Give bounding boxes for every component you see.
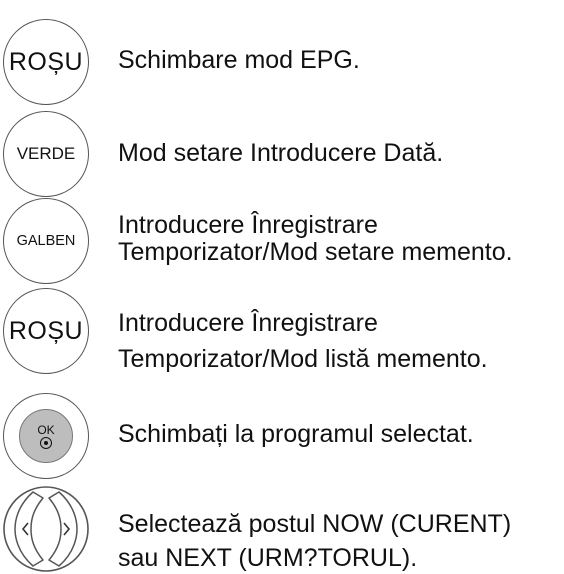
description-line: Introducere Înregistrare [118,309,378,337]
yellow-button[interactable]: GALBEN [3,198,89,284]
green-button-label: VERDE [16,144,76,163]
description-line: Mod setare Introducere Dată. [118,139,444,167]
left-right-arrows-icon [3,486,89,572]
description-line: Introducere Înregistrare [118,211,378,239]
green-button[interactable]: VERDE [3,111,89,197]
ok-button[interactable]: OK [3,393,89,479]
chevron-left-icon [21,522,29,536]
red-button[interactable]: ROȘU [3,288,89,374]
description-line: Schimbare mod EPG. [118,46,360,74]
red-button-description: Schimbare mod EPG. [118,45,360,75]
chevron-right-icon [63,522,71,536]
ok-select-icon: OK [19,409,73,463]
description-line: Temporizator/Mod setare memento. [118,238,513,266]
red-button[interactable]: ROȘU [3,19,89,105]
yellow-button-label: GALBEN [16,233,76,249]
yellow-button-description: Introducere Înregistrare Temporizator/Mo… [118,212,513,266]
ok-button-description: Schimbați la programul selectat. [118,419,474,449]
red-button-description: Introducere Înregistrare Temporizator/Mo… [118,305,488,377]
left-arrow-button[interactable] [14,491,44,567]
description-line: Temporizator/Mod listă memento. [118,345,488,373]
description-line: Schimbați la programul selectat. [118,420,474,448]
navigation-description: Selectează postul NOW (CURENT) sau NEXT … [118,507,511,574]
ok-dot-icon [40,436,52,449]
red-button-label: ROȘU [8,47,84,76]
description-line: sau NEXT (URM?TORUL). [118,544,418,572]
right-arrow-button[interactable] [48,491,78,567]
description-line: Selectează postul NOW (CURENT) [118,510,512,538]
left-right-buttons[interactable] [3,484,89,572]
red-button-label: ROȘU [8,316,84,345]
green-button-description: Mod setare Introducere Dată. [118,138,443,168]
ok-button-label: OK [37,422,55,437]
